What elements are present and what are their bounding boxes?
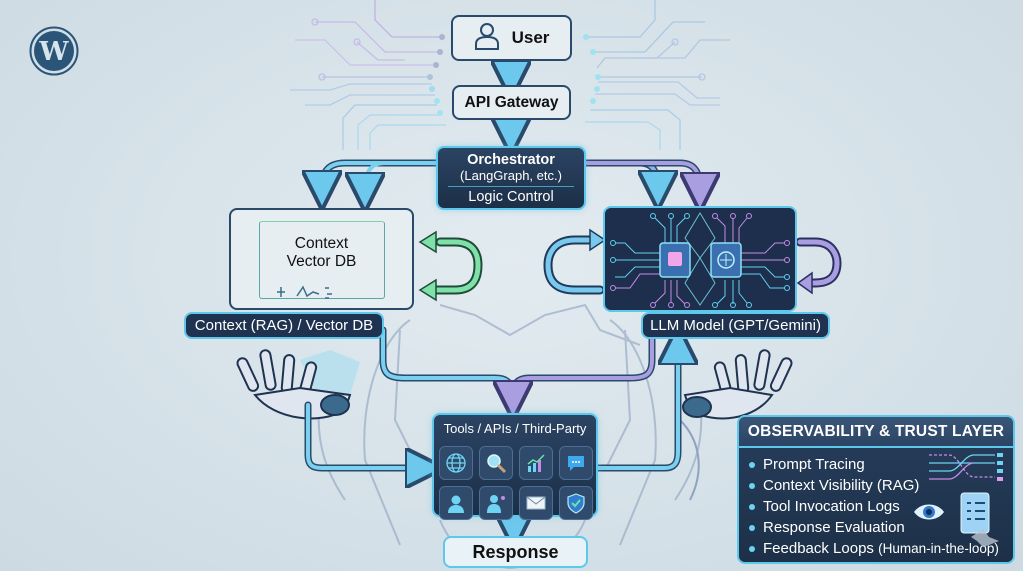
context-line-1: Context	[294, 235, 349, 252]
user-node: User	[451, 15, 572, 61]
context-inner-frame	[259, 221, 385, 299]
circuit-traces-left	[290, 0, 446, 150]
item-text: Tool Invocation Logs	[763, 498, 900, 515]
wordpress-logo-icon[interactable]: W	[29, 26, 79, 76]
observability-item: Tool Invocation Logs	[749, 496, 1013, 517]
orchestrator-node: Orchestrator (LangGraph, etc.) Logic Con…	[436, 146, 586, 210]
observability-item: Feedback Loops (Human-in-the-loop)	[749, 538, 1013, 559]
orchestrator-title: Orchestrator	[467, 151, 555, 168]
llm-circuit-art	[610, 212, 790, 308]
search-icon[interactable]	[479, 446, 513, 480]
chat-icon[interactable]	[559, 446, 593, 480]
bullet-icon	[749, 482, 755, 489]
shield-check-icon[interactable]	[559, 486, 593, 520]
flow-arrows	[308, 56, 842, 530]
observability-item: Prompt Tracing	[749, 454, 1013, 475]
waveform-icon	[275, 284, 345, 305]
bullet-icon	[749, 524, 755, 531]
tools-apis-node: Tools / APIs / Third-Party	[432, 413, 598, 520]
observability-panel: OBSERVABILITY & TRUST LAYER Prompt Traci…	[737, 415, 1015, 564]
item-suffix: (Human-in-the-loop)	[878, 541, 999, 556]
chart-icon[interactable]	[519, 446, 553, 480]
observability-item: Context Visibility (RAG)	[749, 475, 1013, 496]
llm-model-label-text: LLM Model (GPT/Gemini)	[650, 317, 821, 334]
observability-title: OBSERVABILITY & TRUST LAYER	[739, 417, 1013, 448]
item-text: Response Evaluation	[763, 519, 905, 536]
api-gateway-label: API Gateway	[464, 93, 559, 111]
item-text: Context Visibility (RAG)	[763, 477, 920, 494]
log-scroll-icon	[955, 489, 1001, 552]
user-label: User	[511, 28, 550, 47]
bullet-icon	[749, 503, 755, 510]
context-rag-label-text: Context (RAG) / Vector DB	[194, 317, 374, 334]
robot-hand-left	[236, 349, 360, 420]
response-label: Response	[472, 541, 559, 562]
orchestrator-footer: Logic Control	[468, 188, 554, 205]
orchestrator-divider	[448, 185, 574, 187]
robot-hand-right	[679, 349, 793, 501]
bullet-icon	[749, 461, 755, 468]
mail-icon[interactable]	[519, 486, 553, 520]
globe-icon[interactable]	[439, 446, 473, 480]
llm-model-label: LLM Model (GPT/Gemini)	[641, 312, 830, 339]
response-node: Response	[443, 536, 588, 568]
circuit-traces-right	[583, 0, 730, 150]
trace-lines-icon	[929, 450, 1007, 491]
llm-model-node	[603, 206, 797, 312]
user-icon	[474, 22, 500, 55]
orchestrator-subtitle: (LangGraph, etc.)	[460, 167, 562, 183]
tools-icon-grid	[439, 446, 593, 520]
item-text: Prompt Tracing	[763, 456, 865, 473]
observability-item: Response Evaluation	[749, 517, 1013, 538]
support-agent-icon[interactable]	[439, 486, 473, 520]
api-gateway-node: API Gateway	[452, 85, 571, 120]
tools-title: Tools / APIs / Third-Party	[443, 421, 587, 436]
observability-list: Prompt Tracing Context Visibility (RAG) …	[739, 448, 1013, 559]
person-icon[interactable]	[479, 486, 513, 520]
eye-icon	[913, 502, 945, 527]
item-text: Feedback Loops	[763, 540, 874, 557]
svg-text:W: W	[38, 37, 69, 67]
context-vector-db-node: Context Vector DB	[229, 208, 414, 310]
bullet-icon	[749, 545, 755, 552]
context-line-2: Vector DB	[286, 253, 357, 270]
context-rag-label: Context (RAG) / Vector DB	[184, 312, 384, 339]
